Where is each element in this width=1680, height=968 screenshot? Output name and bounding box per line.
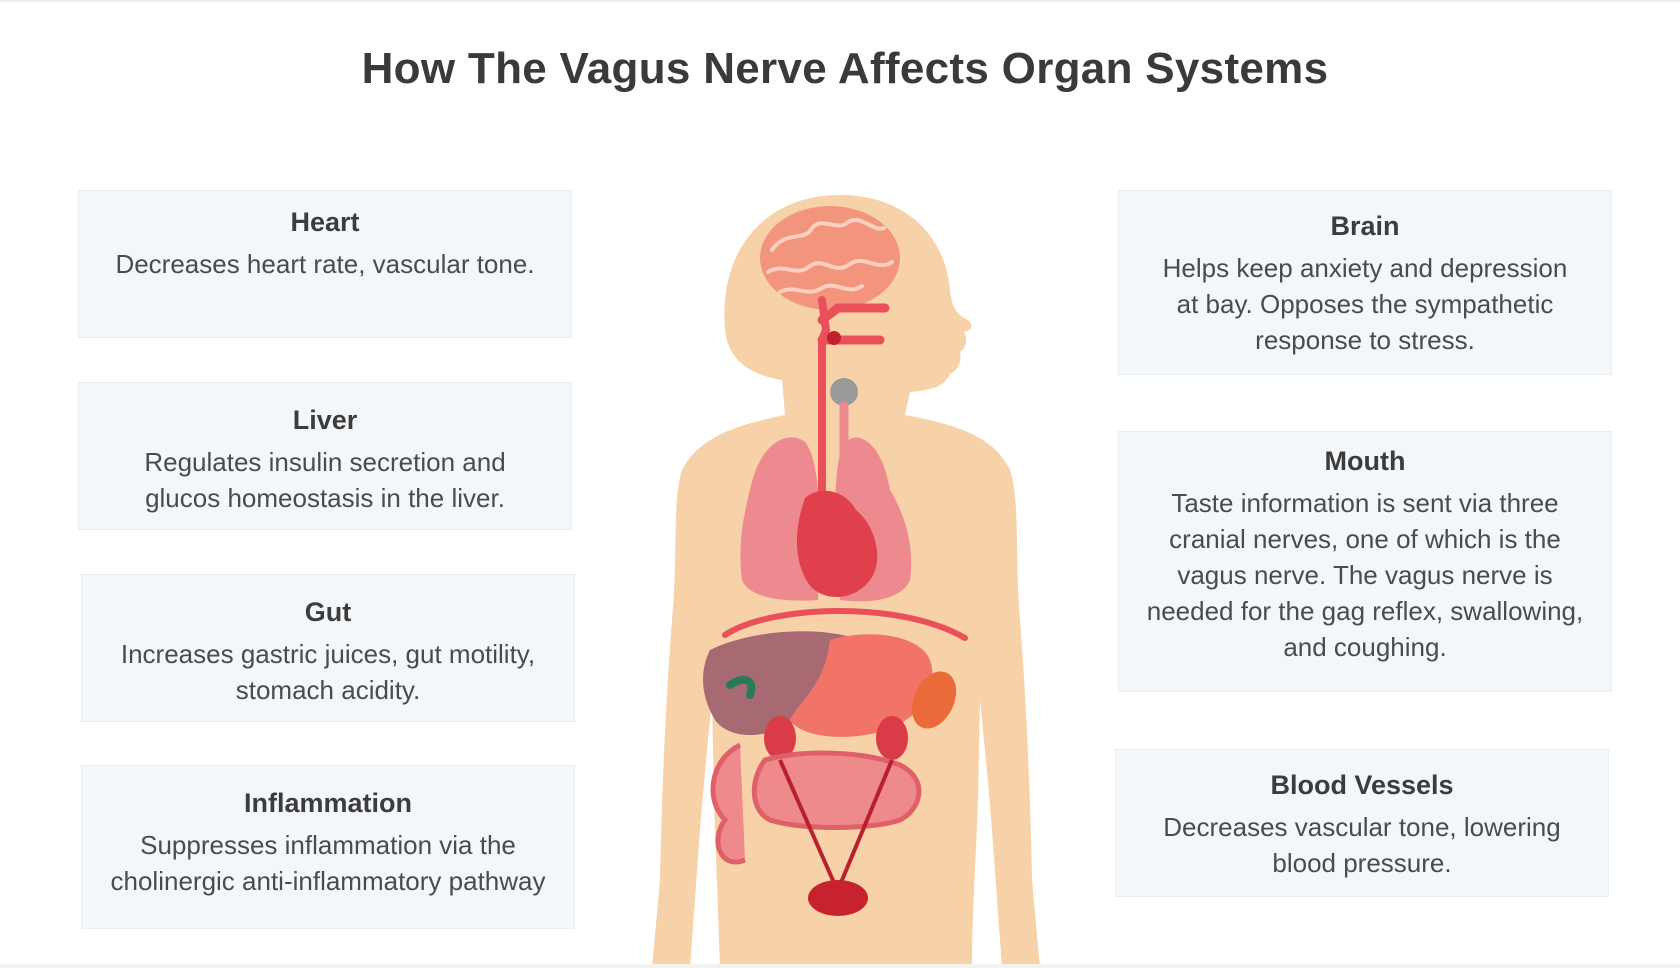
gallbladder — [726, 675, 756, 699]
ureters — [778, 759, 894, 886]
spleen-shape — [911, 671, 957, 729]
card-brain: Brain Helps keep anxiety and depression … — [1119, 191, 1611, 374]
larynx — [830, 378, 858, 406]
card-title: Brain — [1330, 211, 1400, 241]
card-description: Regulates insulin secretion and glucos h… — [144, 447, 506, 513]
card-description: Taste information is sent via three cran… — [1146, 488, 1584, 662]
right-kidney — [876, 716, 908, 760]
liver-shape — [703, 631, 861, 735]
card-description: Increases gastric juices, gut motility, … — [120, 639, 536, 705]
heart-shape — [796, 490, 878, 598]
card-liver: Liver Regulates insulin secretion and gl… — [79, 383, 571, 529]
card-mouth: Mouth Taste information is sent via thre… — [1119, 432, 1611, 691]
card-inflammation: Inflammation Suppresses inflammation via… — [82, 766, 574, 928]
card-title: Inflammation — [243, 788, 412, 818]
card-title: Mouth — [1324, 446, 1406, 476]
card-description: Suppresses inflammation via the choliner… — [110, 830, 546, 896]
stomach-shape — [790, 634, 933, 737]
brain-shape — [760, 206, 900, 310]
card-blood-vessels: Blood Vessels Decreases vascular tone, l… — [1116, 750, 1608, 896]
bladder — [808, 880, 868, 916]
taste-node — [827, 331, 841, 345]
card-title: Heart — [290, 207, 360, 237]
intestines — [710, 742, 922, 865]
top-divider — [0, 0, 1680, 2]
diaphragm — [722, 608, 968, 641]
left-kidney — [764, 716, 796, 760]
vagus-nerve — [818, 296, 831, 524]
body-illustration — [652, 195, 1040, 968]
card-description: Decreases heart rate, vascular tone. — [115, 249, 535, 279]
card-title: Liver — [292, 405, 358, 435]
card-gut: Gut Increases gastric juices, gut motili… — [82, 575, 574, 721]
card-title: Gut — [304, 597, 352, 627]
bottom-divider — [0, 964, 1680, 968]
card-description: Decreases vascular tone, lowering blood … — [1163, 812, 1561, 878]
card-heart: Heart Decreases heart rate, vascular ton… — [79, 191, 571, 337]
card-description: Helps keep anxiety and depression at bay… — [1162, 253, 1568, 355]
card-title: Blood Vessels — [1270, 770, 1454, 800]
page-title: How The Vagus Nerve Affects Organ System… — [361, 44, 1329, 93]
